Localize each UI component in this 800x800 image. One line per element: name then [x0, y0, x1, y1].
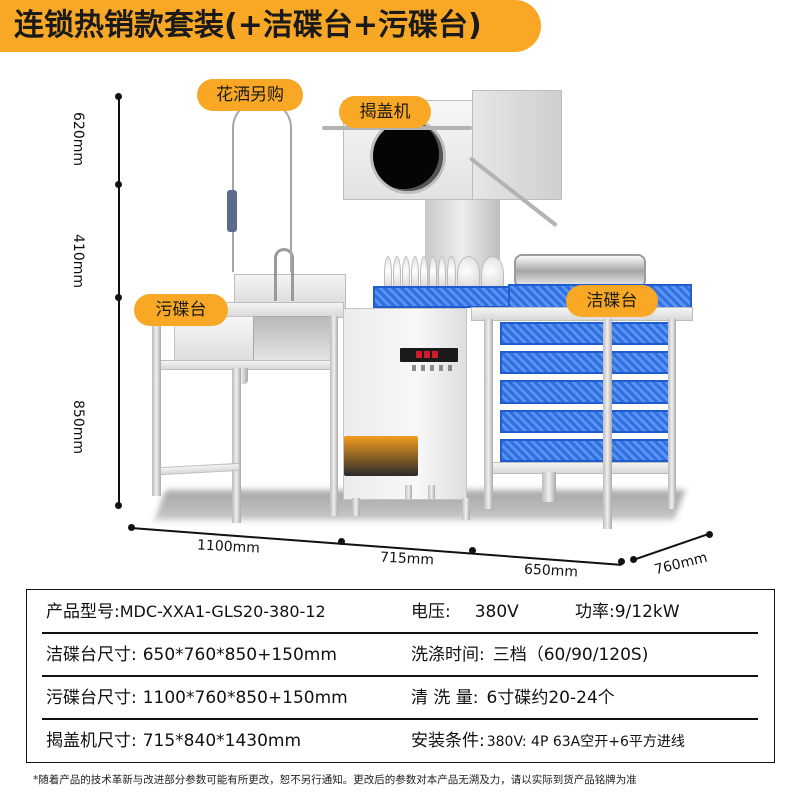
- tag-shower-sold-separately: 花洒另购: [197, 79, 303, 111]
- control-buttons: [412, 365, 452, 371]
- spec-wash-time: 洗涤时间: 三档（60/90/120S): [411, 643, 648, 667]
- hood-handle: [322, 126, 472, 130]
- dim-850: 850mm: [70, 400, 86, 454]
- value-wash-capacity: 6寸碟约20-24个: [486, 688, 615, 708]
- value-model: MDC-XXA1-GLS20-380-12: [119, 602, 326, 621]
- tag-dirty-table: 污碟台: [134, 294, 228, 326]
- dim-1100: 1100mm: [196, 537, 261, 557]
- title-banner: 连锁热销款套装(+洁碟台+污碟台): [0, 0, 541, 52]
- clean-table-leg: [484, 319, 493, 509]
- hood-box-side: [472, 90, 562, 200]
- dimension-dot: [706, 531, 713, 538]
- label-dirty-table-size: 污碟台尺寸:: [46, 688, 137, 708]
- clean-table-leg: [668, 319, 676, 509]
- spec-wash-capacity: 清 洗 量: 6寸碟约20-24个: [411, 686, 615, 710]
- label-wash-time: 洗涤时间:: [411, 645, 485, 665]
- label-wash-capacity: 清 洗 量:: [411, 688, 479, 708]
- dimension-dot: [128, 524, 135, 531]
- machine-leg: [352, 498, 360, 516]
- banner-title: 连锁热销款套装(+洁碟台+污碟台): [14, 8, 482, 43]
- dimension-dot: [469, 547, 476, 554]
- dirty-table-leg: [152, 316, 161, 496]
- dirty-table-lower-bar: [159, 462, 241, 476]
- brand-sticker: [344, 436, 418, 476]
- value-dirty-table-size: 1100*760*850+150mm: [142, 688, 348, 708]
- value-install-conditions: 380V: 4P 63A空开+6平方进线: [486, 734, 685, 750]
- dimension-dot: [115, 181, 122, 188]
- spec-power: 功率:9/12kW: [575, 600, 680, 624]
- dirty-table-leg: [330, 316, 338, 516]
- dimension-dot: [115, 93, 122, 100]
- spec-voltage: 电压: 380V: [411, 600, 519, 624]
- shower-hose: [232, 100, 292, 272]
- dim-620: 620mm: [70, 112, 86, 166]
- spec-row-model: 产品型号:MDC-XXA1-GLS20-380-12: [46, 600, 326, 624]
- dimension-dot: [115, 294, 122, 301]
- shower-head-icon: [227, 190, 237, 232]
- tag-hood-machine: 揭盖机: [339, 96, 431, 128]
- clean-table-leg: [542, 472, 556, 502]
- spec-install-conditions: 安装条件:380V: 4P 63A空开+6平方进线: [411, 729, 685, 754]
- row-divider: [42, 718, 758, 720]
- tag-clean-table: 洁碟台: [566, 285, 658, 317]
- dirty-table-leg: [232, 368, 241, 523]
- control-panel: [400, 348, 458, 362]
- value-wash-time: 三档（60/90/120S): [492, 645, 649, 665]
- machine-leg: [462, 498, 470, 520]
- disclaimer-footnote: *随着产品的技术革新与改进部分参数可能有所更改，恕不另行通知。更改后的参数对本产…: [33, 774, 637, 786]
- machine-dish-rack: [373, 286, 512, 308]
- label-clean-table-size: 洁碟台尺寸:: [46, 645, 137, 665]
- sink-basin-right: [253, 316, 333, 364]
- clean-table-rack-stack: [500, 322, 670, 463]
- spec-table: [26, 589, 775, 763]
- dimension-dot: [115, 502, 122, 509]
- plates-stack: [384, 256, 504, 292]
- dimension-dot: [618, 558, 625, 565]
- label-hood-machine-size: 揭盖机尺寸:: [46, 731, 137, 751]
- clean-table-leg: [603, 319, 612, 529]
- clean-table-bottom-shelf: [484, 462, 676, 474]
- value-clean-table-size: 650*760*850+150mm: [142, 645, 337, 665]
- row-divider: [42, 632, 758, 634]
- label-install-conditions: 安装条件:: [411, 731, 485, 751]
- machine-leg: [405, 485, 412, 499]
- steel-trays: [514, 254, 646, 288]
- row-divider: [42, 675, 758, 677]
- spec-row-clean-table-size: 洁碟台尺寸:650*760*850+150mm: [46, 643, 337, 667]
- value-hood-machine-size: 715*840*1430mm: [142, 731, 302, 751]
- label-voltage: 电压:: [411, 602, 451, 622]
- spec-row-dirty-table-size: 污碟台尺寸:1100*760*850+150mm: [46, 686, 348, 710]
- machine-leg: [428, 485, 435, 499]
- porthole-window: [370, 118, 446, 194]
- dim-410: 410mm: [70, 234, 86, 288]
- dimension-dot: [338, 538, 345, 545]
- label-model: 产品型号:: [46, 602, 120, 622]
- dim-650: 650mm: [523, 561, 579, 581]
- value-power: 9/12kW: [614, 602, 680, 622]
- dimension-dot: [630, 556, 637, 563]
- dim-715: 715mm: [379, 549, 435, 569]
- spec-row-hood-machine-size: 揭盖机尺寸:715*840*1430mm: [46, 729, 301, 753]
- value-voltage: 380V: [474, 602, 519, 622]
- height-dimension-line: [118, 96, 120, 506]
- label-power: 功率:: [575, 602, 615, 622]
